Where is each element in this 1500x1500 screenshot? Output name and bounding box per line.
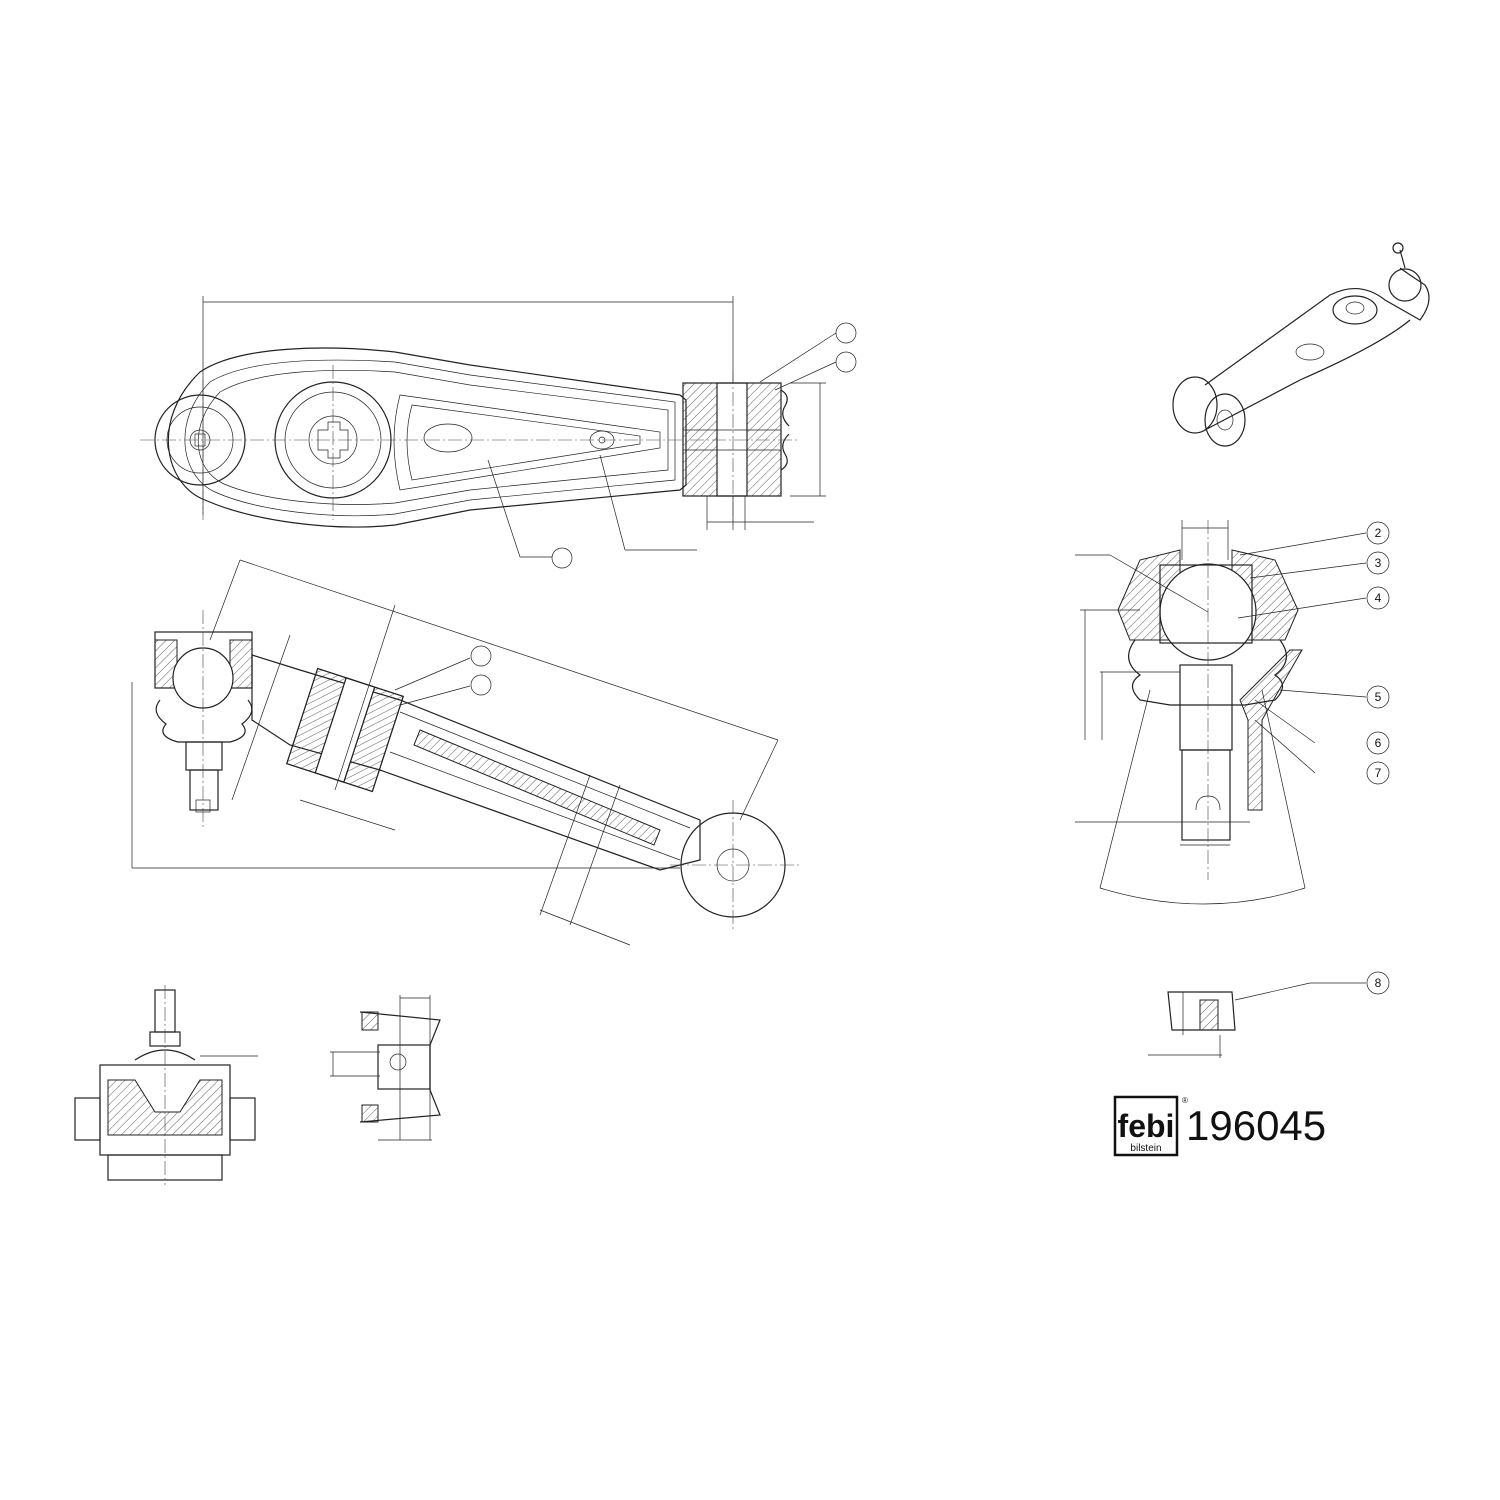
nut-view: 8	[1148, 971, 1390, 1058]
bushing-front-view	[74, 985, 258, 1185]
iso-render	[1172, 242, 1430, 447]
bushing-side-detail	[330, 995, 441, 1141]
side-section-view	[131, 559, 800, 946]
callout-7: 7	[1375, 766, 1382, 780]
callout-2: 2	[1375, 526, 1382, 540]
registered-mark: ®	[1182, 1096, 1188, 1105]
callout-4: 4	[1375, 591, 1382, 605]
top-view	[140, 296, 857, 569]
brand-logo: febi bilstein ®	[1113, 1095, 1188, 1157]
callout-3: 3	[1375, 556, 1382, 570]
logo-sub: bilstein	[1130, 1143, 1161, 1154]
logo-word: febi	[1118, 1108, 1175, 1144]
callout-6: 6	[1375, 736, 1382, 750]
callout-8: 8	[1375, 976, 1382, 990]
callout-5: 5	[1375, 690, 1382, 704]
part-number: 196045	[1186, 1102, 1326, 1149]
ball-joint-section: 2 3 4 5 6 7	[1075, 520, 1390, 905]
